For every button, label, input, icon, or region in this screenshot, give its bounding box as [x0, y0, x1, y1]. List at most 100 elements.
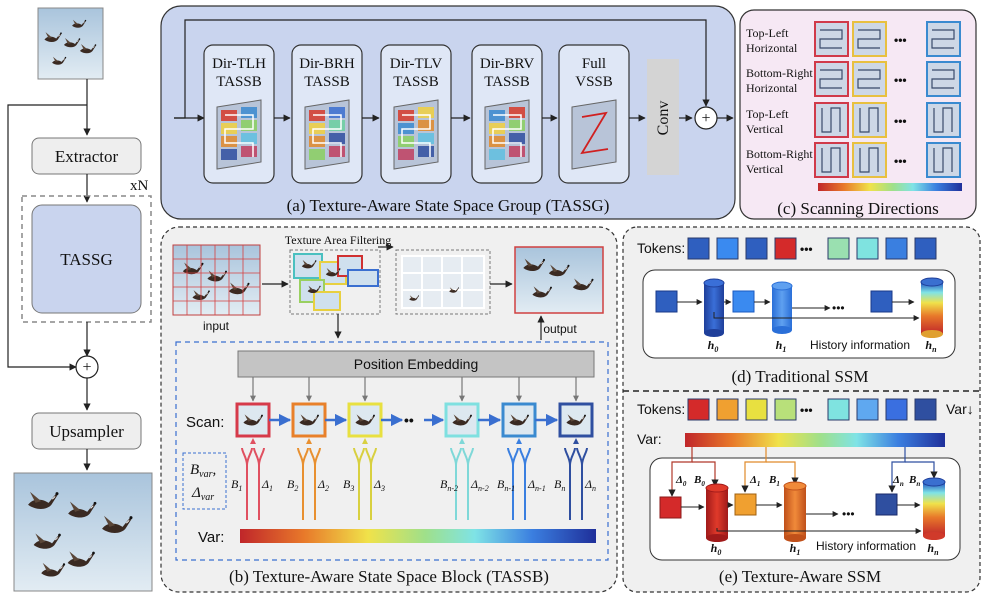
param-arrow-b	[507, 447, 519, 520]
param-b-label: B2	[287, 477, 298, 493]
block-patch-cell	[418, 120, 434, 131]
svg-text:h1: h1	[790, 541, 801, 557]
scan-patch-4: Bn-1 Δn-1	[497, 377, 559, 520]
token	[774, 398, 797, 421]
token	[914, 237, 937, 260]
scan-path	[819, 69, 843, 89]
block-patch-cell	[241, 146, 257, 157]
token	[745, 237, 768, 260]
repeat-label: xN	[130, 178, 149, 194]
var-label-e: Var:	[637, 431, 662, 447]
tassb-inner-frame	[175, 341, 609, 561]
param-d-label: Δn-2	[470, 477, 489, 493]
scan-path	[933, 147, 953, 173]
block-patch-cell	[329, 120, 345, 131]
scan-path	[819, 29, 843, 49]
output-image	[13, 472, 153, 592]
var-label: Var:	[198, 529, 224, 546]
block-patch-cell	[329, 107, 345, 118]
param-arrow-head	[250, 438, 256, 444]
block-patch-cell	[309, 149, 325, 160]
block-patch-cell	[509, 120, 525, 131]
param-arrow-d	[309, 447, 321, 520]
scan-path	[933, 107, 953, 133]
block-patch-cell	[418, 146, 434, 157]
svg-text:B0: B0	[693, 474, 705, 488]
param-arrow-b	[564, 447, 576, 520]
svg-text:h0: h0	[708, 338, 719, 354]
block-3: Dir-BRV TASSB	[471, 44, 543, 184]
svg-text:Bn: Bn	[908, 474, 920, 488]
block-title: Dir-BRV	[480, 56, 534, 72]
full-scan-path	[580, 111, 609, 155]
param-b-label: Bn-2	[440, 477, 458, 493]
scan-path	[857, 29, 881, 49]
svg-text:h0: h0	[711, 541, 722, 557]
svg-text:+: +	[82, 359, 91, 376]
extractor-label: Extractor	[55, 147, 119, 166]
svg-text:•••: •••	[832, 301, 845, 315]
tassg-label: TASSG	[60, 250, 113, 269]
param-d-label: Δ2	[317, 477, 329, 493]
tokens-label-d: Tokens:	[637, 240, 685, 256]
output-label: output	[543, 322, 577, 336]
param-b-label: B3	[343, 477, 354, 493]
panel-c-caption: (c) Scanning Directions	[777, 199, 938, 218]
block-subtitle: TASSB	[304, 74, 349, 90]
token	[774, 237, 797, 260]
param-arrow-head	[306, 438, 312, 444]
scan-path	[857, 69, 881, 89]
block-subtitle: TASSB	[484, 74, 529, 90]
scan-path	[821, 107, 841, 133]
param-arrow-b	[241, 447, 253, 520]
scan-path	[931, 29, 955, 49]
block-subtitle: VSSB	[575, 74, 613, 90]
token	[827, 237, 850, 260]
tokens-ellipsis: •••	[800, 242, 813, 256]
svg-text:Bvar,: Bvar,	[190, 462, 216, 480]
svg-text:Δn: Δn	[892, 474, 904, 488]
tassg-box	[31, 204, 142, 314]
scan-ellipsis: •••	[894, 154, 907, 168]
block-patch-cell	[418, 107, 434, 118]
param-arrow-d	[519, 447, 531, 520]
block-patch-cell	[309, 136, 325, 147]
param-d-label: Δn-1	[527, 477, 546, 493]
history-label-d: History information	[810, 338, 910, 352]
scan-path	[859, 107, 879, 133]
param-d-label: Δn	[584, 477, 596, 493]
legend-box	[182, 452, 227, 510]
conv-label: Conv	[655, 101, 672, 136]
colorbar	[818, 183, 962, 191]
panel-e-caption: (e) Texture-Aware SSM	[719, 567, 881, 586]
texture-aware-ssm: •••	[659, 447, 946, 542]
input-label: input	[203, 319, 230, 333]
scan-path	[401, 114, 431, 157]
panel-de: Tokens: ••• ••• h0 h1 hn H	[622, 226, 981, 593]
block-title: Dir-BRH	[299, 56, 355, 72]
svg-text:Δvar: Δvar	[191, 485, 214, 503]
position-embedding-box	[237, 350, 595, 378]
param-d-label: Δ3	[373, 477, 385, 493]
param-b-label: Bn-1	[497, 477, 515, 493]
token	[687, 237, 710, 260]
block-patch-cell	[509, 107, 525, 118]
scan-path	[859, 147, 879, 173]
param-arrow-b	[297, 447, 309, 520]
token	[827, 398, 850, 421]
block-patch-cell	[329, 146, 345, 157]
scan-ellipsis: •••	[894, 114, 907, 128]
svg-text:hn: hn	[925, 338, 937, 354]
block-subtitle: TASSB	[393, 74, 438, 90]
input-image	[37, 7, 104, 80]
scan-row-title: Top-Left	[746, 107, 789, 121]
block-patch-cell	[329, 133, 345, 144]
block-patch-cell	[221, 136, 237, 147]
svg-text:hn: hn	[927, 541, 939, 557]
history-label-e: History information	[816, 539, 916, 553]
